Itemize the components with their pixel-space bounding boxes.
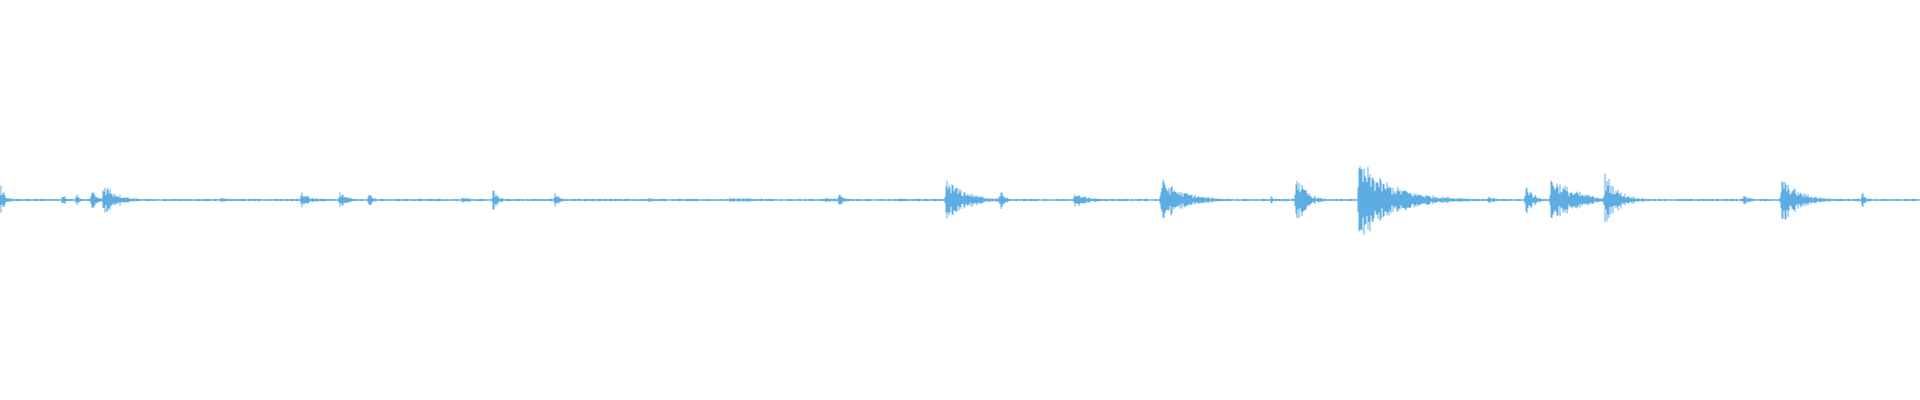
waveform-path [0, 166, 1920, 235]
